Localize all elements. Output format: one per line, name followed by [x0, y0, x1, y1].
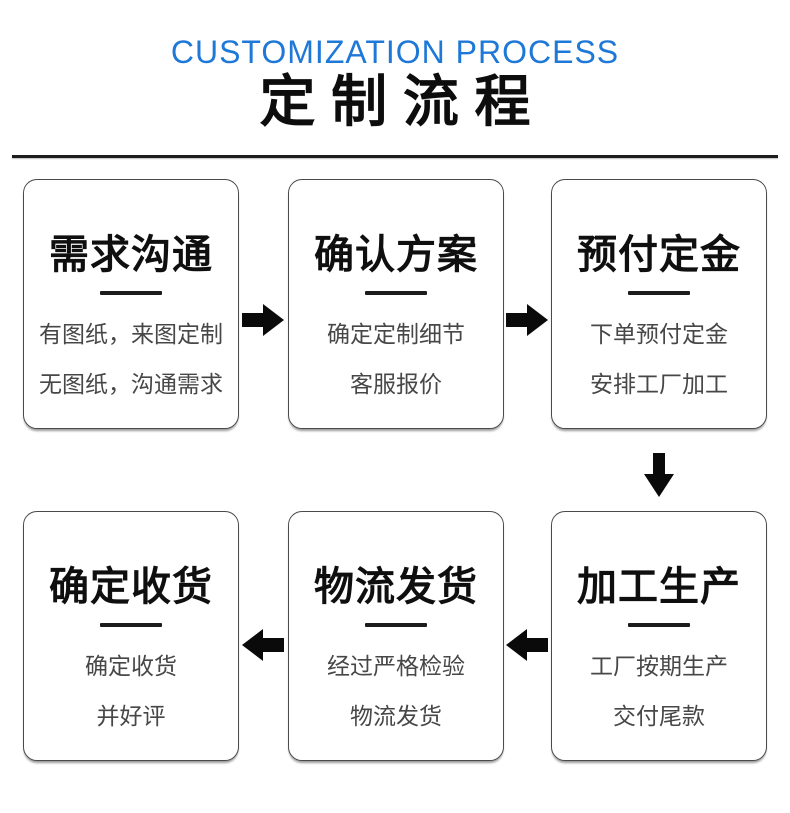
step-card-prepay-deposit: 预付定金 下单预付定金 安排工厂加工 [551, 179, 767, 429]
step-title: 需求沟通 [49, 231, 213, 278]
step-line: 并好评 [96, 703, 166, 729]
step-line: 客服报价 [350, 371, 442, 397]
header-divider [12, 155, 778, 158]
step-title: 确定收货 [49, 563, 213, 610]
arrow-left-icon [506, 629, 548, 661]
step-line: 确定收货 [85, 653, 177, 679]
header-subtitle-en: CUSTOMIZATION PROCESS [170, 34, 620, 70]
step-card-processing-production: 加工生产 工厂按期生产 交付尾款 [551, 511, 767, 761]
step-line: 确定定制细节 [327, 321, 465, 347]
arrow-right-icon [506, 304, 548, 336]
step-title-underline [365, 291, 427, 295]
page-title: 定制流程 [259, 69, 547, 135]
step-line: 无图纸，沟通需求 [39, 371, 223, 397]
step-card-confirm-plan: 确认方案 确定定制细节 客服报价 [288, 179, 504, 429]
step-line: 有图纸，来图定制 [39, 321, 223, 347]
step-title-underline [100, 623, 162, 627]
step-title: 物流发货 [314, 563, 478, 610]
step-line: 物流发货 [350, 703, 442, 729]
step-title-underline [100, 291, 162, 295]
step-title-underline [628, 291, 690, 295]
step-card-requirement-communication: 需求沟通 有图纸，来图定制 无图纸，沟通需求 [23, 179, 239, 429]
step-line: 交付尾款 [613, 703, 705, 729]
arrow-right-icon [242, 304, 284, 336]
step-title-underline [628, 623, 690, 627]
step-card-confirm-receipt: 确定收货 确定收货 并好评 [23, 511, 239, 761]
step-line: 安排工厂加工 [590, 371, 728, 397]
step-line: 工厂按期生产 [590, 653, 728, 679]
step-line: 下单预付定金 [590, 321, 728, 347]
step-title: 确认方案 [314, 231, 478, 278]
arrow-down-icon [644, 453, 674, 497]
step-title: 预付定金 [577, 231, 741, 278]
step-title-underline [365, 623, 427, 627]
step-card-logistics-shipping: 物流发货 经过严格检验 物流发货 [288, 511, 504, 761]
step-title: 加工生产 [577, 563, 741, 610]
arrow-left-icon [242, 629, 284, 661]
step-line: 经过严格检验 [327, 653, 465, 679]
